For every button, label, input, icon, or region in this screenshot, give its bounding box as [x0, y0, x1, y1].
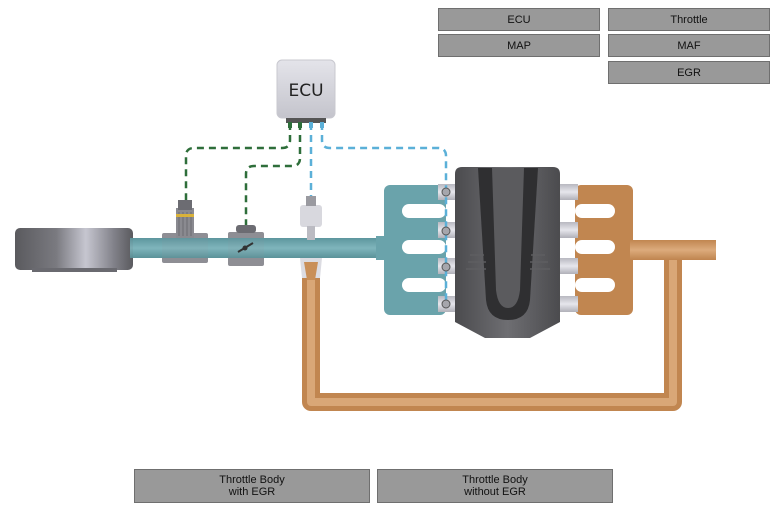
throttle-body-with-egr-line1: Throttle Body	[219, 474, 285, 486]
sensor-connectors	[441, 187, 451, 309]
air-filter	[15, 228, 133, 272]
map-button[interactable]: MAP	[438, 34, 600, 57]
maf-sensor	[130, 200, 230, 263]
map-button-label: MAP	[507, 39, 531, 52]
intake-manifold	[376, 185, 446, 315]
throttle-body-without-egr-line1: Throttle Body	[462, 474, 528, 486]
exhaust-manifold	[575, 185, 716, 315]
throttle-button-label: Throttle	[670, 13, 708, 26]
throttle-body-without-egr-line2: without EGR	[464, 486, 526, 498]
throttle-body-with-egr-button[interactable]: Throttle Body with EGR	[134, 469, 370, 503]
ecu-wires	[184, 123, 448, 304]
throttle-body	[226, 225, 266, 266]
ecu-button-label: ECU	[507, 13, 531, 26]
ecu-module: ECU	[276, 59, 336, 128]
exhaust-ports	[558, 184, 578, 312]
maf-button[interactable]: MAF	[608, 34, 770, 57]
throttle-body-with-egr-line2: with EGR	[228, 486, 276, 498]
engine-block	[455, 167, 560, 338]
throttle-body-without-egr-button[interactable]: Throttle Body without EGR	[377, 469, 613, 503]
egr-button[interactable]: EGR	[608, 61, 770, 84]
throttle-button[interactable]: Throttle	[608, 8, 770, 31]
egr-valve	[300, 196, 322, 280]
ecu-button[interactable]: ECU	[438, 8, 600, 31]
egr-pipe	[302, 252, 682, 411]
maf-button-label: MAF	[677, 39, 701, 52]
ecu-module-label: ECU	[288, 81, 323, 101]
egr-button-label: EGR	[677, 66, 701, 79]
